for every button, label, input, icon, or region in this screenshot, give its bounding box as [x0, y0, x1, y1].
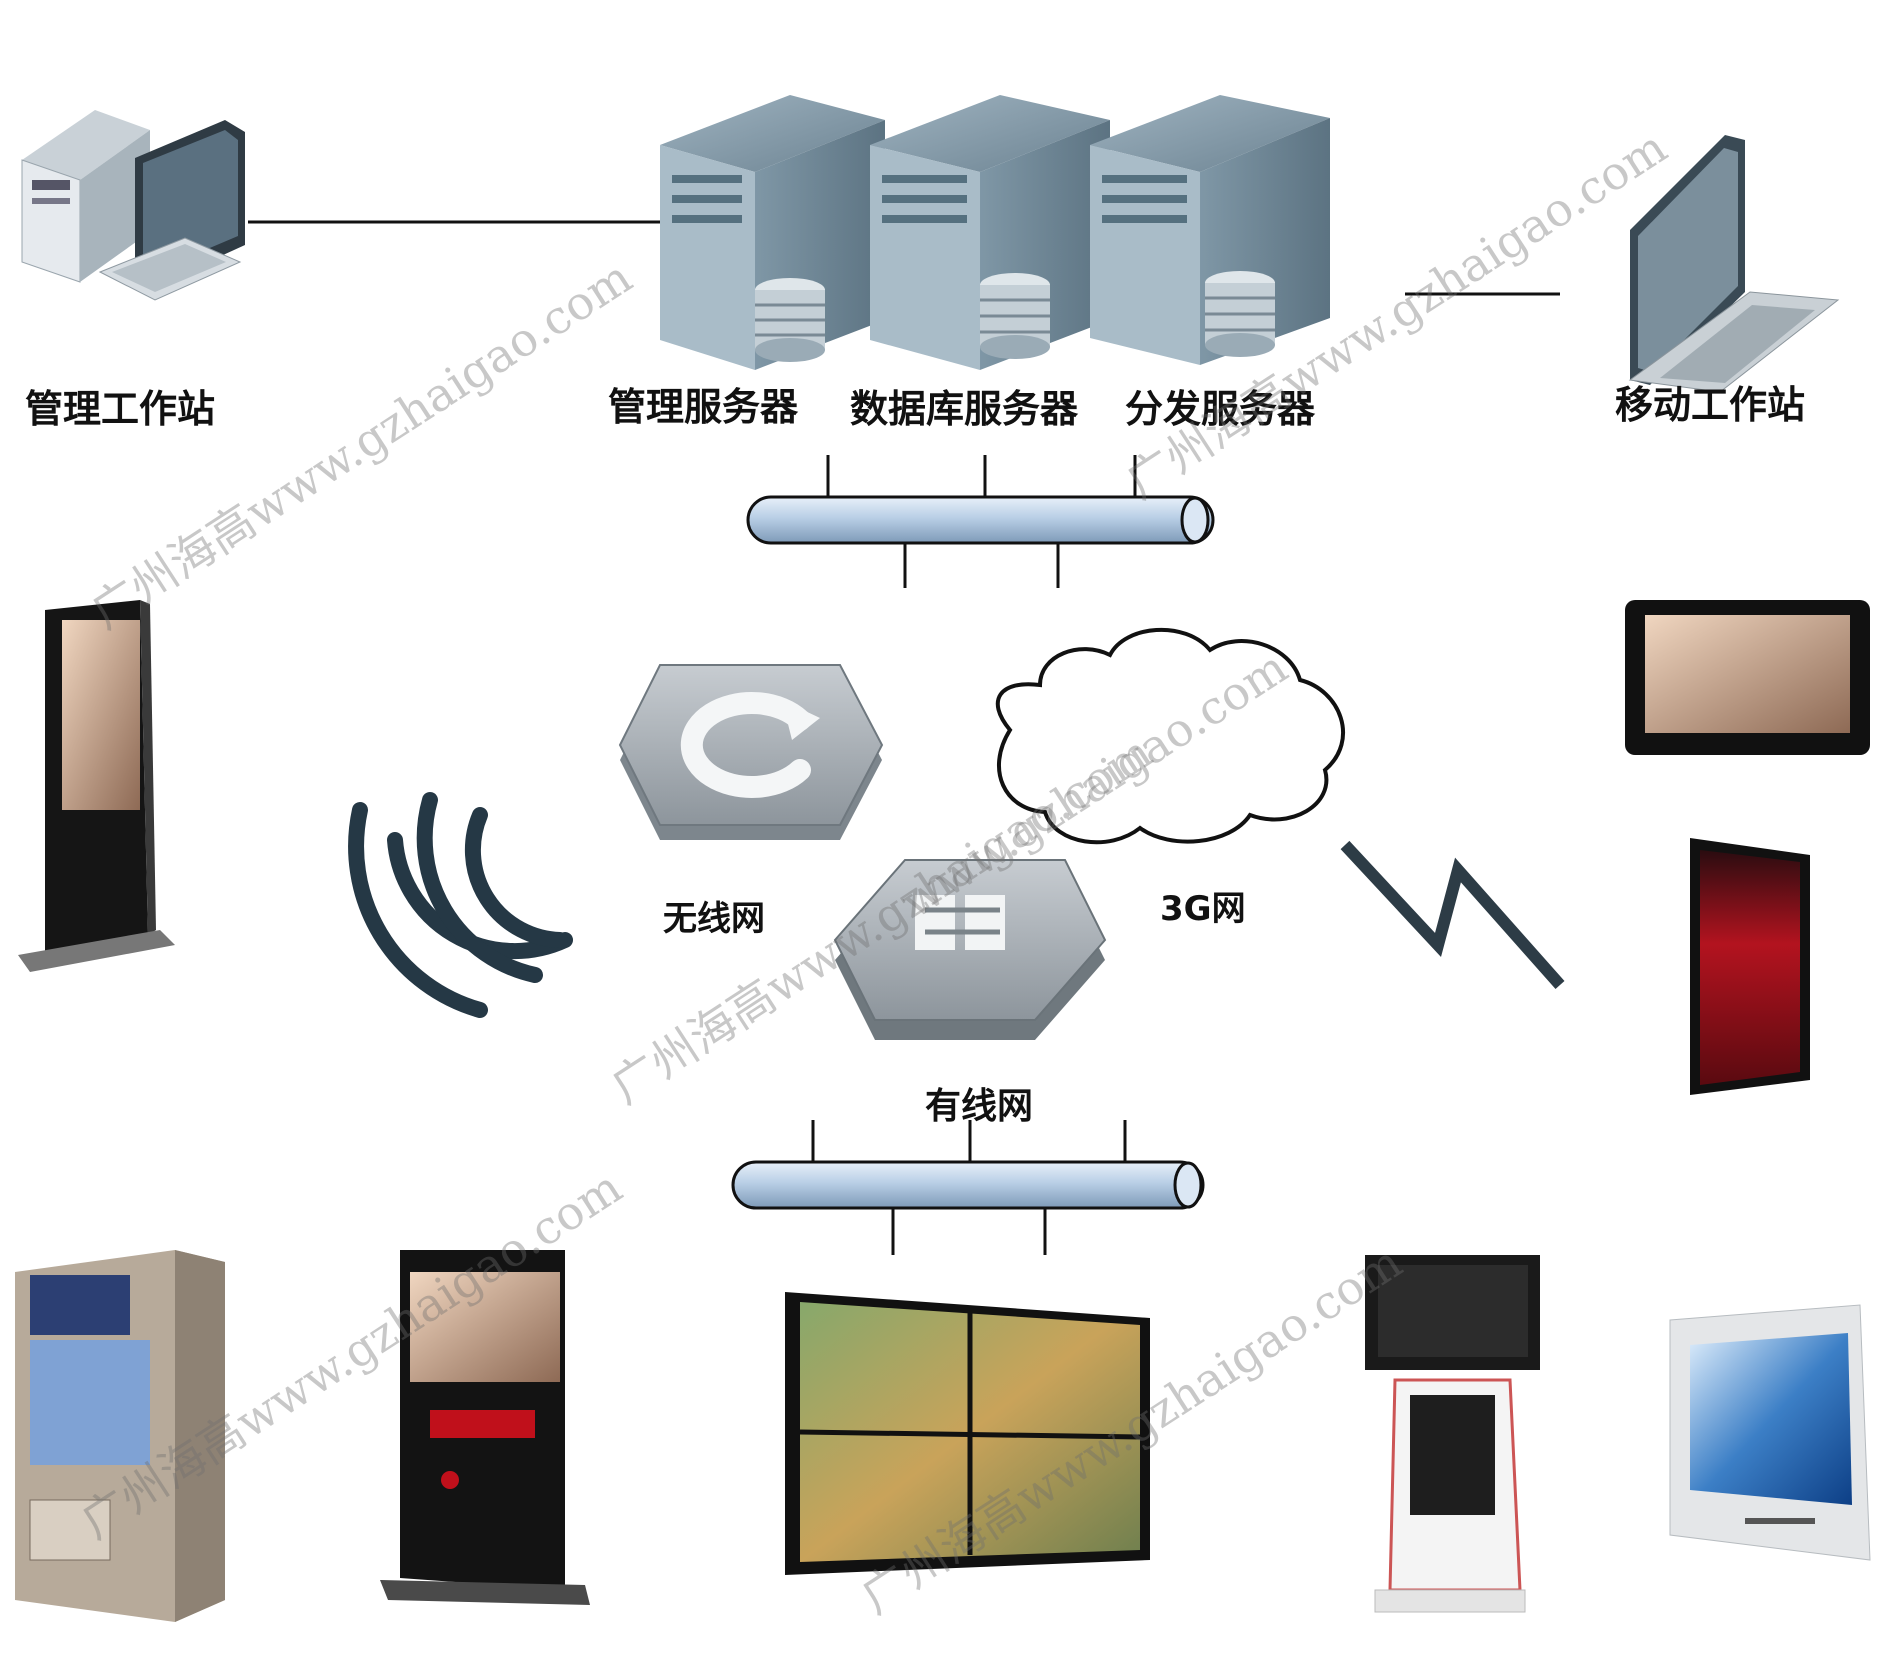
- management-workstation-label: 管理工作站: [25, 386, 215, 431]
- portrait-display-icon: [1690, 838, 1810, 1095]
- standing-kiosk-icon: [18, 600, 175, 972]
- wifi-signal-icon: [348, 792, 573, 1018]
- cloud-icon: [995, 628, 1345, 845]
- distribution-server-label: 分发服务器: [1125, 386, 1316, 431]
- database-stack-icon: [980, 273, 1050, 359]
- dual-screen-kiosk-icon: [1365, 1255, 1540, 1613]
- 3g-network-label: 3G网: [1160, 889, 1246, 929]
- distribution-server-icon: [1090, 95, 1330, 365]
- network-switch-icon: [833, 859, 1107, 1040]
- wireless-router-icon: [618, 664, 884, 840]
- wireless-network-label: 无线网: [663, 899, 765, 939]
- tablet-display-icon: [1625, 600, 1870, 755]
- wired-bus: [731, 1120, 1205, 1255]
- server-bus: [746, 455, 1215, 588]
- management-server-icon: [660, 95, 885, 370]
- database-stack-icon: [1205, 271, 1275, 357]
- watermark-text: 广州海高www.gzhaigao.com: [82, 250, 642, 640]
- database-server-label: 数据库服务器: [850, 386, 1079, 431]
- floor-ad-player-icon: [380, 1250, 590, 1605]
- vending-machine-icon: [15, 1250, 225, 1622]
- wall-monitor-icon: [1669, 1304, 1871, 1561]
- database-server-icon: [870, 95, 1110, 370]
- wired-network-label: 有线网: [925, 1085, 1033, 1127]
- laptop-icon: [1628, 135, 1840, 393]
- management-server-label: 管理服务器: [608, 384, 799, 429]
- lightning-signal-icon: [1340, 840, 1565, 989]
- mobile-workstation-label: 移动工作站: [1615, 382, 1805, 427]
- video-wall-icon: [785, 1292, 1150, 1575]
- management-workstation-icon: [21, 110, 245, 301]
- database-stack-icon: [755, 278, 825, 362]
